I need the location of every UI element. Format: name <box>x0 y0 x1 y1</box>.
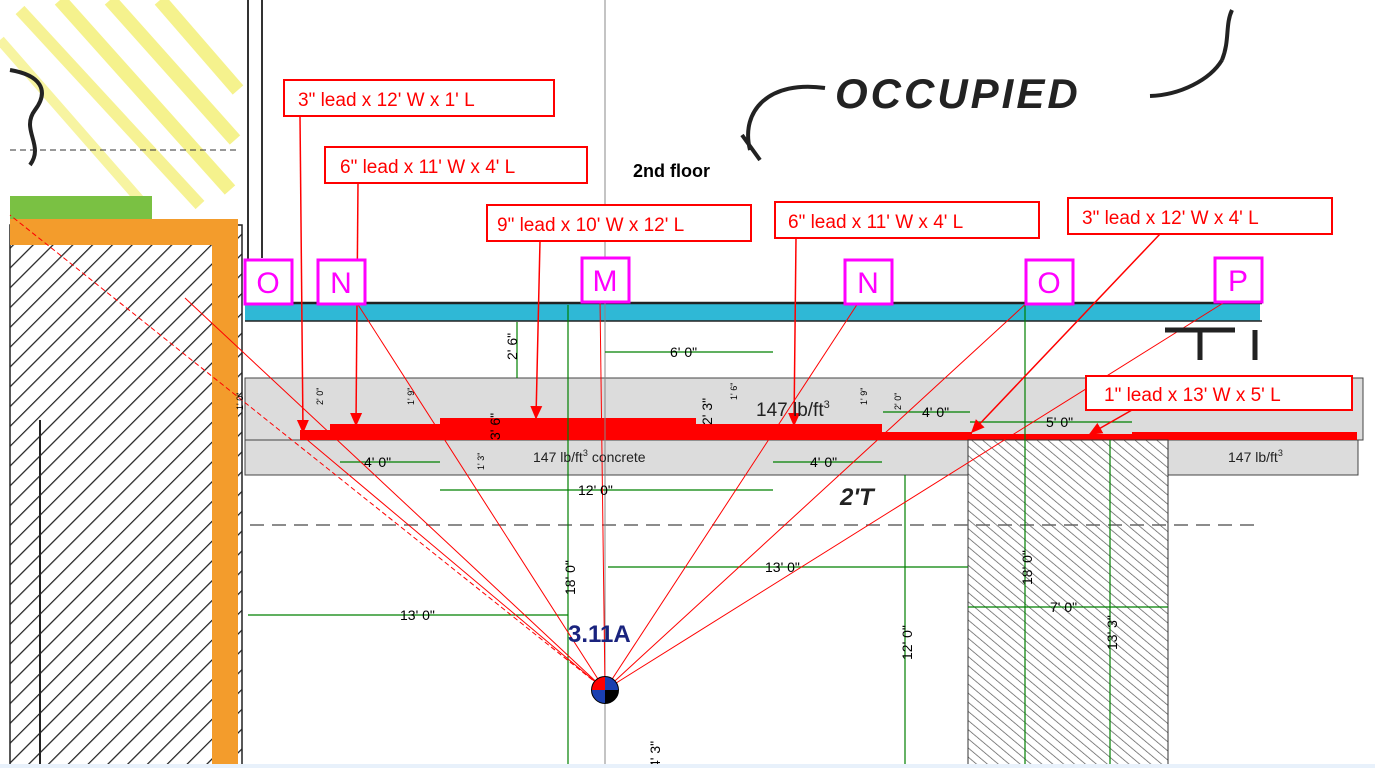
dimension-lines <box>248 300 1168 768</box>
dim-label: 7' 0" <box>1050 599 1077 615</box>
hatched-wall <box>10 225 242 768</box>
dim-label: 2' 6" <box>504 333 520 360</box>
dim-label: 2' 0" <box>893 393 903 410</box>
callout-label: 9" lead x 10' W x 12' L <box>497 215 684 236</box>
zone-label: N <box>857 267 879 300</box>
zone-label: O <box>1037 267 1060 300</box>
slab-lower <box>244 439 969 476</box>
callout-label: 6" lead x 11' W x 4' L <box>788 212 963 233</box>
green-highlight <box>10 196 152 220</box>
dim-label: 4' 0" <box>364 454 391 470</box>
orange-highlight <box>10 219 238 768</box>
zone-label: N <box>330 267 352 300</box>
hatched-column <box>968 440 1168 768</box>
callout-label: 1" lead x 13' W x 5' L <box>1104 385 1281 406</box>
small-dimension-labels: 2' 0" 1' 9" 1' 6" 1' 9" 2' 0" 1' 0" 1' 3… <box>235 383 903 470</box>
sight-lines <box>9 214 1229 691</box>
dim-label: 12' 0" <box>578 482 613 498</box>
floor-label: 2nd floor <box>633 161 710 181</box>
callout-label: 3" lead x 12' W x 1' L <box>298 90 475 111</box>
density-label: 147 lb/ft3 <box>756 399 830 421</box>
bottom-bar <box>0 764 1375 768</box>
dim-label: 13' 0" <box>765 559 800 575</box>
callout-group: 3" lead x 12' W x 1' L 6" lead x 11' W x… <box>283 79 1353 411</box>
dim-label: 2' 0" <box>315 388 325 405</box>
dim-label: 18' 0" <box>562 560 578 595</box>
dim-label: 1' 6" <box>729 383 739 400</box>
room-id: 3.11A <box>568 621 631 648</box>
callout-box <box>1067 197 1333 235</box>
callout-box <box>774 201 1040 239</box>
dim-label: 2' 3" <box>699 398 715 425</box>
dim-label: 6' 0" <box>670 344 697 360</box>
dim-label: 12' 0" <box>899 625 915 660</box>
dim-label: 4' 3" <box>647 741 663 768</box>
zone-label: M <box>593 265 618 298</box>
density-label: 147 lb/ft3 <box>1228 448 1283 465</box>
yellow-highlight <box>0 0 244 210</box>
dim-label: 13' 3" <box>1104 615 1120 650</box>
dim-label: 1' 0" <box>235 393 245 410</box>
dim-label: 13' 0" <box>400 607 435 623</box>
dim-label: 1' 9" <box>859 388 869 405</box>
zone-label: O <box>256 267 279 300</box>
callout-label: 3" lead x 12' W x 4' L <box>1082 208 1259 229</box>
occupied-label: OCCUPIED <box>835 70 1081 117</box>
dim-label: 1' 9" <box>406 388 416 405</box>
water-band <box>245 303 1260 321</box>
handwritten-dim: 2'T <box>839 484 876 511</box>
callout-box <box>486 204 752 242</box>
callout-box <box>1085 375 1353 411</box>
callout-box <box>283 79 555 117</box>
dim-label: 18' 0" <box>1019 550 1035 585</box>
dim-label: 4' 0" <box>810 454 837 470</box>
source-marker <box>591 676 619 704</box>
hand-bracket <box>9 68 44 167</box>
dim-label: 5' 0" <box>1046 414 1073 430</box>
dimension-labels: 6' 0" 12' 0" 4' 0" 4' 0" 4' 0" 5' 0" 13'… <box>364 333 1120 768</box>
zone-label: P <box>1228 265 1248 298</box>
dim-label: 1' 3" <box>476 453 486 470</box>
dim-label: 3' 6" <box>487 413 503 440</box>
drawing-mark <box>1165 327 1258 360</box>
dim-label: 4' 0" <box>922 404 949 420</box>
callout-label: 6" lead x 11' W x 4' L <box>340 157 515 178</box>
callout-box <box>324 146 588 184</box>
zone-markers: O N M N O P <box>243 256 1264 306</box>
occupied-annotation: OCCUPIED <box>740 9 1234 162</box>
